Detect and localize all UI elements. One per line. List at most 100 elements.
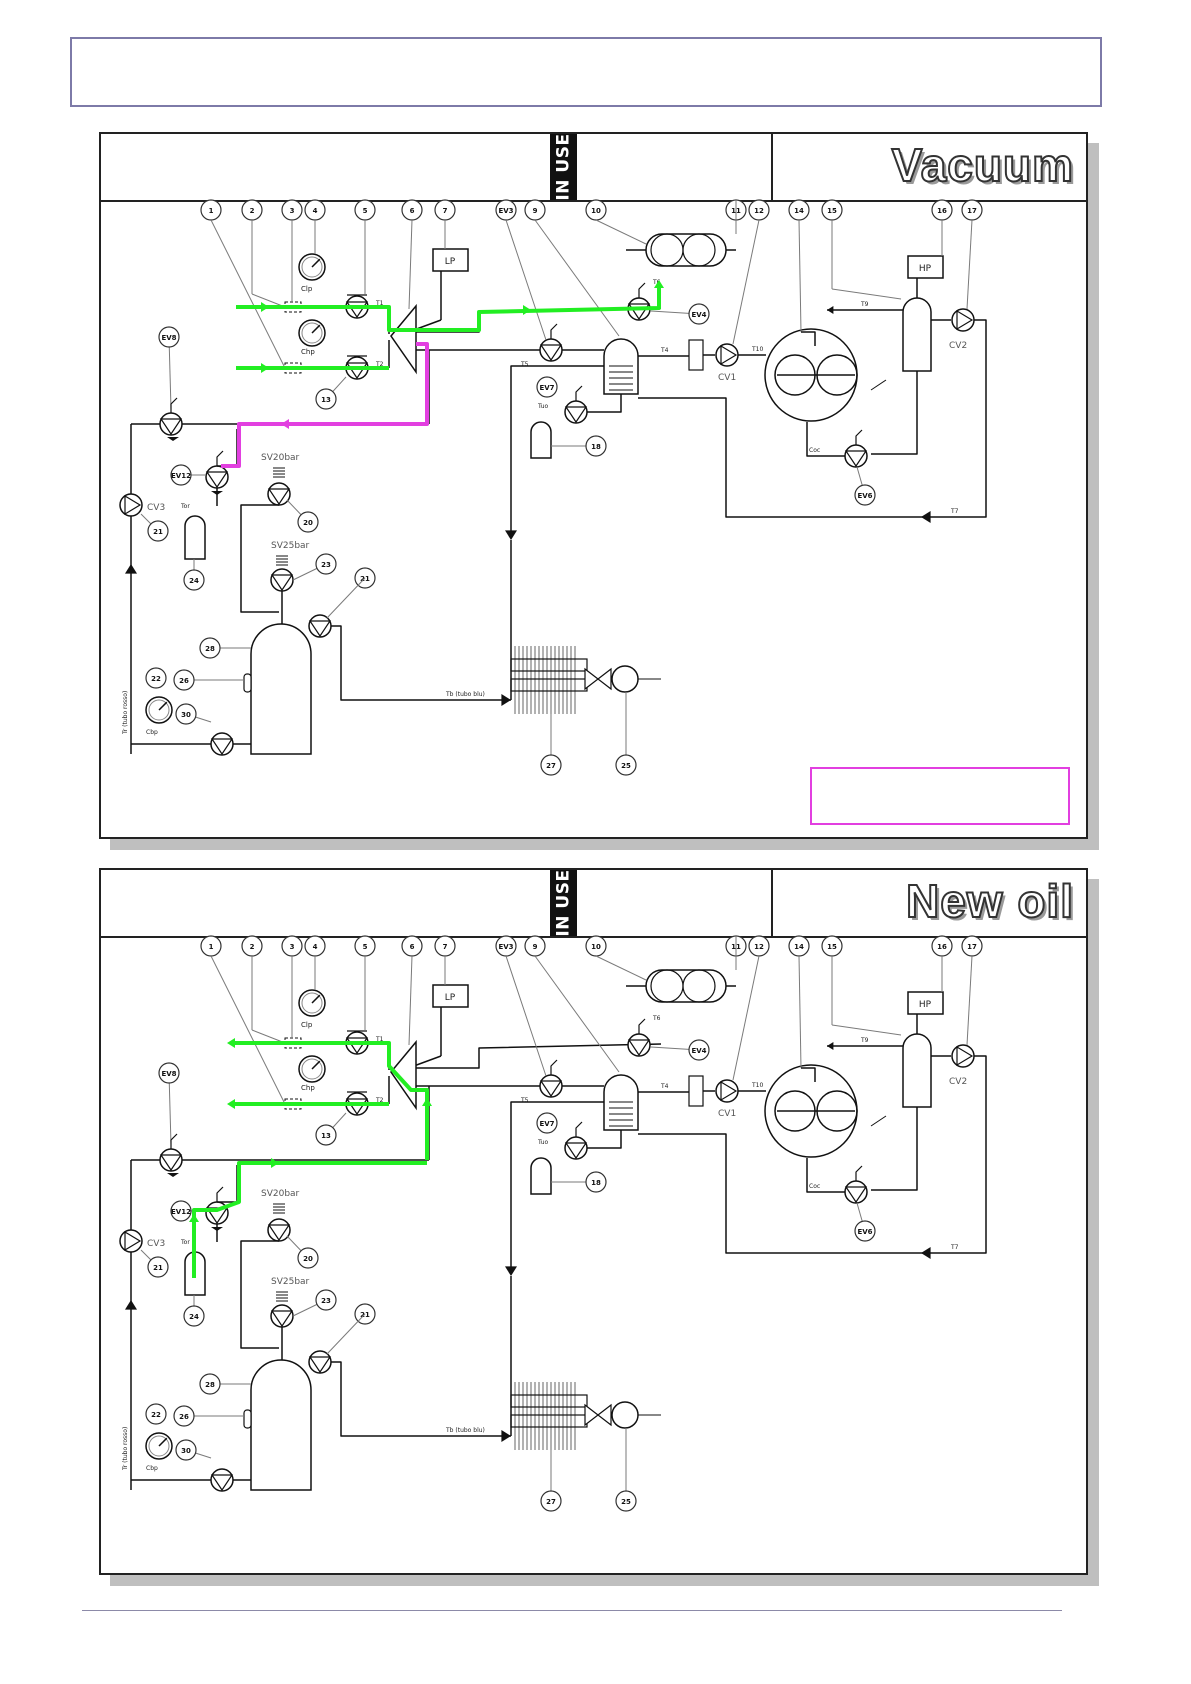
- tank-inlet-valve-icon: [308, 614, 332, 638]
- sv25-safety-valve-icon: [270, 1304, 294, 1328]
- arrow-head: [271, 1158, 279, 1168]
- callout-leader: [534, 219, 620, 337]
- condenser-tube: [510, 1394, 588, 1408]
- pipe-line: [217, 429, 238, 467]
- callout-bubble: [199, 637, 221, 659]
- callout-number: EV4: [691, 311, 706, 319]
- oil-bottle: [530, 1157, 552, 1195]
- gauge-needle: [311, 994, 321, 1004]
- gauge-dial: [301, 1058, 323, 1080]
- fan-motor-icon: [611, 1401, 639, 1429]
- callout-bubble: [183, 1305, 205, 1327]
- chp-label: Chp: [301, 1084, 315, 1092]
- solenoid-actuator: [550, 323, 558, 339]
- separator-tank: [645, 233, 727, 267]
- callout-leader: [732, 219, 760, 345]
- callout-number: 20: [303, 1255, 313, 1263]
- solenoid-actuator: [638, 282, 646, 298]
- callout-number: 3: [290, 943, 295, 951]
- callout-leader: [210, 955, 286, 1105]
- callout-leader: [966, 955, 973, 1046]
- callout-bubble: [585, 1171, 607, 1193]
- callout-leader: [408, 955, 413, 1046]
- t4-label: T4: [660, 1083, 669, 1090]
- t5-label: T5: [520, 1097, 529, 1104]
- callout-number: 15: [827, 207, 837, 215]
- callout-number: 14: [794, 207, 804, 215]
- dryer-filter-icon: [688, 1075, 704, 1107]
- callout-number: 28: [205, 645, 215, 653]
- callout-number: 26: [179, 1413, 189, 1421]
- schematic-vacuum: 1234567EV3910111214151617LPHPClpChpT1T21…: [119, 199, 987, 776]
- ev6-valve-icon: [844, 444, 868, 468]
- callout-leader: [966, 219, 973, 310]
- check-triangle: [124, 494, 142, 516]
- condenser-tube: [510, 1414, 588, 1428]
- callout-number: 27: [546, 1498, 556, 1506]
- cv2-label: CV2: [949, 341, 967, 351]
- cv1-label: CV1: [718, 1109, 736, 1119]
- valve-triangle: [205, 471, 229, 489]
- t7-label: T7: [950, 1244, 959, 1251]
- callout-number: 28: [205, 1381, 215, 1389]
- callout-bubble: [854, 484, 876, 506]
- callout-number: 22: [151, 1411, 161, 1419]
- sv25-safety-valve-icon: [270, 568, 294, 592]
- arrow-head: [501, 1430, 511, 1442]
- callout-number: 24: [189, 577, 199, 585]
- callout-number: 10: [591, 943, 601, 951]
- ev7-valve-icon: [564, 1136, 588, 1160]
- valve-triangle: [308, 1356, 332, 1374]
- pipe-line: [217, 1165, 238, 1203]
- arrow-head: [505, 530, 517, 540]
- callout-leader: [251, 1029, 286, 1044]
- condenser-tube: [510, 678, 588, 692]
- gauge-needle: [311, 1060, 321, 1070]
- fan-blade-icon: [584, 667, 612, 691]
- arrow-head: [422, 1098, 432, 1106]
- separator-tank: [645, 969, 727, 1003]
- dryer-filter-icon: [688, 339, 704, 371]
- callout-number: 21: [153, 528, 163, 536]
- callout-bubble: [536, 1112, 558, 1134]
- t10-label: T10: [751, 1082, 763, 1089]
- gauge-dial: [148, 699, 170, 721]
- valve-triangle: [844, 1186, 868, 1204]
- coc-label: Coc: [809, 1183, 820, 1190]
- callout-number: 1: [209, 943, 214, 951]
- callout-number: 6: [410, 207, 415, 215]
- callout-number: 17: [967, 943, 977, 951]
- callout-bubble: [315, 553, 337, 575]
- callout-leader: [251, 293, 286, 308]
- level-sight-glass: [243, 1409, 252, 1429]
- callout-number: EV7: [539, 1120, 554, 1128]
- cbp-label: Cbp: [146, 729, 158, 736]
- callout-bubble: [175, 703, 197, 725]
- solenoid-actuator: [170, 397, 178, 413]
- storage-tank: [250, 623, 312, 755]
- vacuum-pump-icon: [390, 303, 417, 375]
- pipe-line: [638, 397, 921, 518]
- callout-number: EV12: [171, 472, 191, 480]
- pipe-line: [638, 1133, 921, 1254]
- fan-motor-icon: [611, 665, 639, 693]
- callout-number: 6: [410, 943, 415, 951]
- legend-box: [810, 767, 1070, 825]
- callout-number: 12: [754, 207, 764, 215]
- valve-triangle: [539, 1080, 563, 1098]
- in-use-tag: IN USE: [550, 869, 577, 937]
- check-triangle: [720, 344, 738, 366]
- condenser-tube: [510, 658, 588, 672]
- arrow-head: [827, 1042, 834, 1050]
- pipe-line: [331, 625, 511, 701]
- callout-number: 23: [321, 1297, 331, 1305]
- sv20-safety-valve-icon: [267, 1218, 291, 1242]
- solenoid-actuator: [170, 1133, 178, 1149]
- callout-number: EV3: [498, 207, 513, 215]
- arrow-head: [261, 302, 269, 312]
- lp-label: LP: [445, 993, 456, 1003]
- pipe-line: [921, 319, 987, 518]
- tor-label: Tor: [180, 1239, 190, 1246]
- callout-number: EV8: [161, 334, 176, 342]
- callout-bubble: [315, 1289, 337, 1311]
